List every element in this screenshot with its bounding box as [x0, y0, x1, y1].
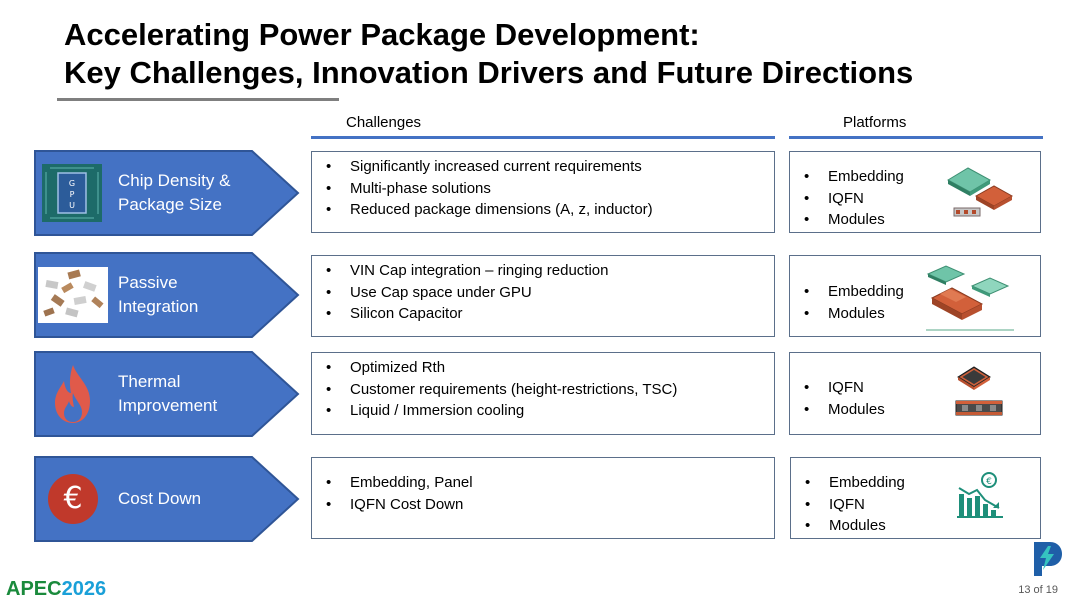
platform-item: Embedding	[790, 166, 1040, 188]
platform-item: Modules	[790, 303, 1040, 325]
row-arrow-passive-integration: Passive Integration	[34, 252, 300, 338]
cost-down-chart-icon: €	[957, 472, 1003, 518]
row-label-passive-integration: Passive Integration	[118, 273, 199, 316]
title-underline	[57, 98, 339, 101]
row-label-thermal-improvement: Thermal Improvement	[118, 372, 218, 415]
platform-item: IQFN	[791, 494, 1040, 516]
package-boards-icon	[946, 167, 1014, 217]
platforms-rule	[789, 136, 1043, 139]
platform-item: Embedding	[791, 472, 1040, 494]
row-arrow-chip-density: G P U Chip Density & Package Size	[34, 150, 300, 236]
row-label-cost-down: Cost Down	[118, 489, 202, 508]
challenge-item: Use Cap space under GPU	[312, 282, 774, 304]
row-arrow-cost-down: € Cost Down	[34, 456, 300, 542]
challenge-item: Embedding, Panel	[312, 472, 774, 494]
gpu-chip-icon: G P U	[42, 164, 102, 222]
platform-item: IQFN	[790, 188, 1040, 210]
platforms-box-thermal-improvement: IQFN Modules	[789, 352, 1041, 435]
platforms-box-passive-integration: Embedding Modules	[789, 255, 1041, 337]
gpu-letter-u: U	[69, 201, 75, 210]
challenge-item: Multi-phase solutions	[312, 178, 774, 200]
platform-item: Modules	[790, 209, 1040, 231]
page-number: 13 of 19	[1018, 584, 1058, 596]
challenges-header: Challenges	[346, 114, 422, 131]
row-label-chip-density: Chip Density & Package Size	[118, 171, 231, 214]
svg-text:€: €	[986, 477, 992, 487]
flame-icon	[55, 365, 90, 423]
platforms-header: Platforms	[843, 114, 907, 131]
platforms-box-chip-density: Embedding IQFN Modules	[789, 151, 1041, 233]
challenges-box-passive-integration: VIN Cap integration – ringing reduction …	[311, 255, 775, 337]
challenge-item: VIN Cap integration – ringing reduction	[312, 260, 774, 282]
euro-icon: €	[48, 474, 98, 524]
iqfn-module-icon	[955, 366, 1003, 416]
gpu-letter-p: P	[70, 190, 75, 199]
apec-2026-logo: APEC2026	[6, 578, 107, 600]
capacitors-icon	[38, 267, 108, 323]
platforms-box-cost-down: Embedding IQFN Modules €	[790, 457, 1041, 539]
platform-item: Embedding	[790, 281, 1040, 303]
challenge-item: Optimized Rth	[312, 357, 774, 379]
challenges-box-cost-down: Embedding, Panel IQFN Cost Down	[311, 457, 775, 539]
gpu-letter-g: G	[69, 179, 75, 188]
challenge-item: IQFN Cost Down	[312, 494, 774, 516]
title-line-2: Key Challenges, Innovation Drivers and F…	[64, 55, 914, 90]
platform-item: IQFN	[790, 377, 1040, 399]
slide-title: Accelerating Power Package Development: …	[64, 16, 1024, 92]
platform-item: Modules	[791, 515, 1040, 537]
challenge-item: Significantly increased current requirem…	[312, 156, 774, 178]
platform-item: Modules	[790, 399, 1040, 421]
company-logo-icon	[1034, 542, 1062, 576]
title-line-1: Accelerating Power Package Development:	[64, 17, 700, 52]
challenge-item: Silicon Capacitor	[312, 303, 774, 325]
challenge-item: Customer requirements (height-restrictio…	[312, 379, 774, 401]
challenges-rule	[311, 136, 775, 139]
row-arrow-thermal-improvement: Thermal Improvement	[34, 351, 300, 437]
embedded-modules-icon	[926, 265, 1014, 331]
challenges-box-thermal-improvement: Optimized Rth Customer requirements (hei…	[311, 352, 775, 435]
challenges-box-chip-density: Significantly increased current requirem…	[311, 151, 775, 233]
challenge-item: Liquid / Immersion cooling	[312, 400, 774, 422]
challenge-item: Reduced package dimensions (A, z, induct…	[312, 199, 774, 221]
